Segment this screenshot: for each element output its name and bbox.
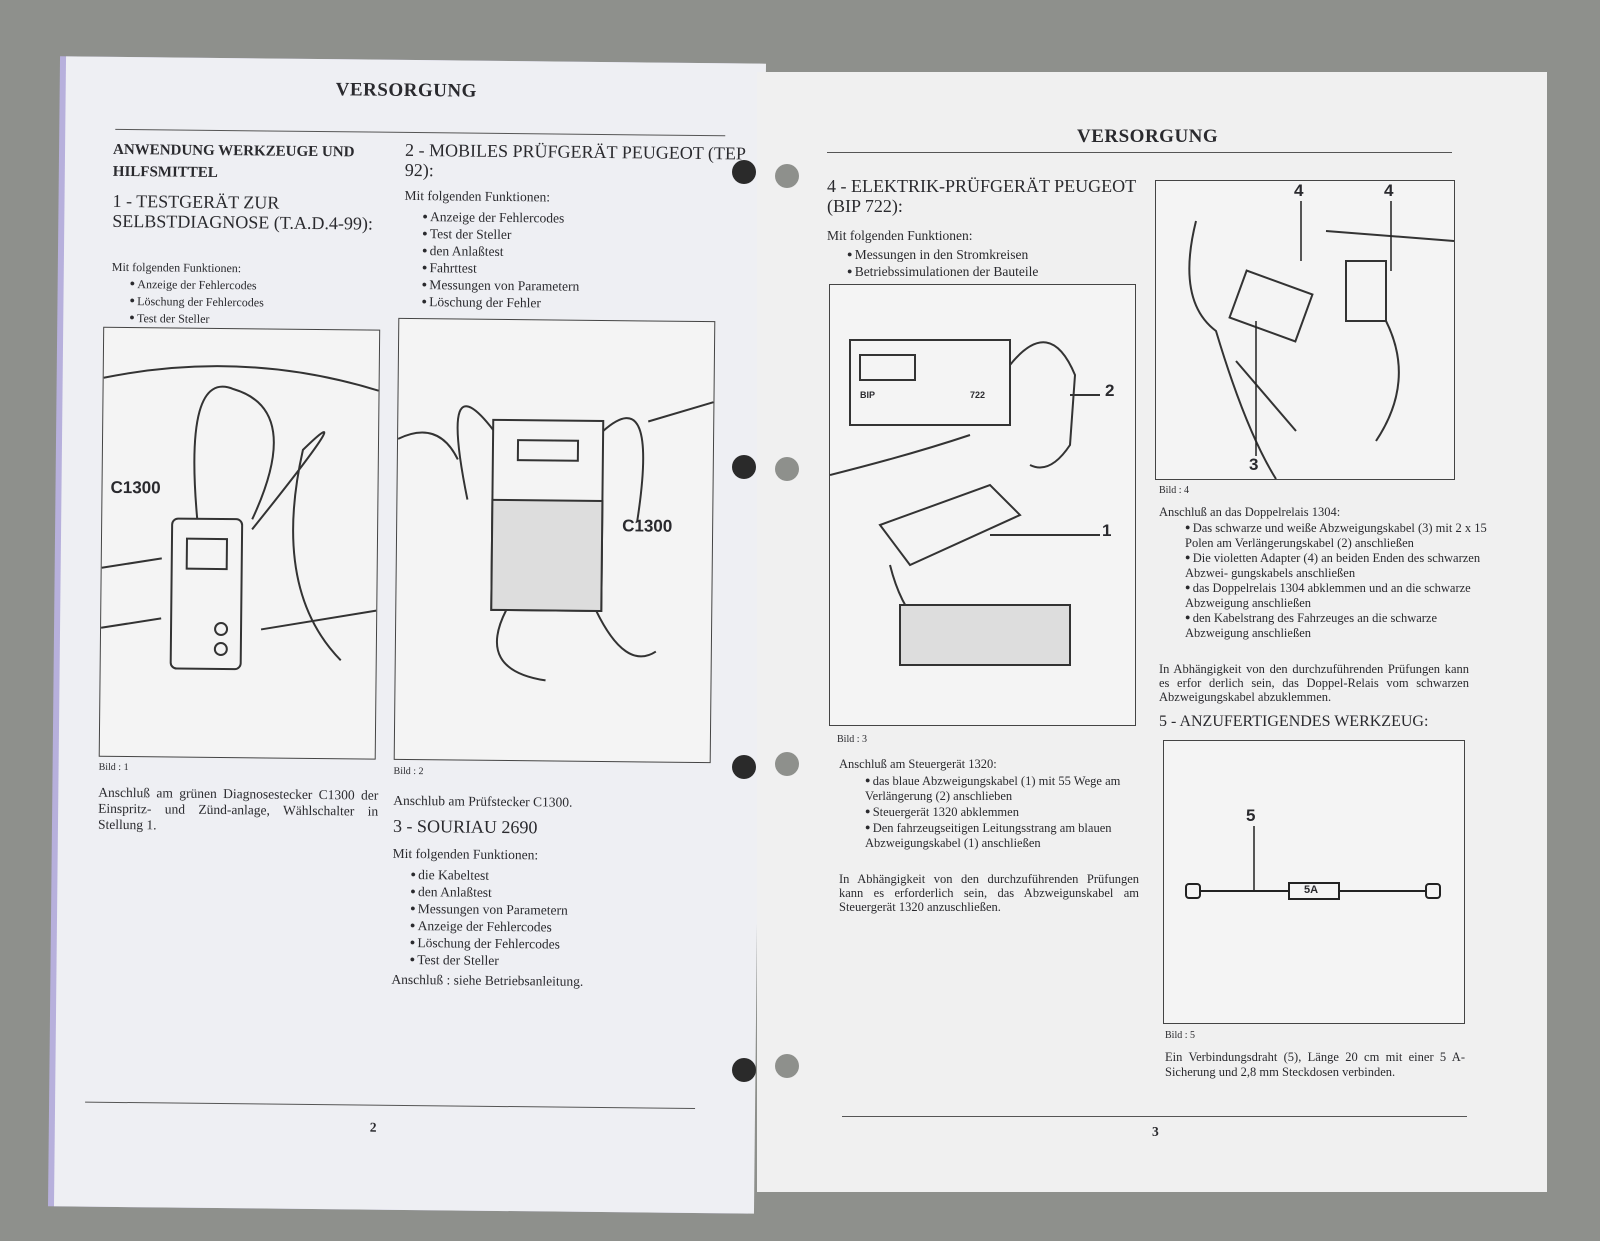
list-item: Den fahrzeugseitigen Leitungsstrang am b… <box>865 820 1155 851</box>
binder-hole <box>775 457 799 481</box>
list-item: Betriebssimulationen der Bauteile <box>847 263 1039 280</box>
figure-1: C1300 <box>98 326 381 760</box>
callout-1: 1 <box>1102 521 1112 540</box>
list-item: Löschung der Fehler <box>421 293 579 312</box>
item2-intro: Mit folgenden Funktionen: <box>404 187 551 205</box>
figure-5: 5 5A <box>1163 740 1465 1024</box>
connection-title: Anschluß an das Doppelrelais 1304: <box>1159 505 1341 519</box>
figure-caption: Bild : 1 <box>98 761 129 774</box>
item4-title: 4 - ELEKTRIK-PRÜFGERÄT PEUGEOT (BIP 722)… <box>827 176 1136 216</box>
item4-intro: Mit folgenden Funktionen: <box>827 228 973 243</box>
item1-list: Anzeige der Fehlercodes Löschung der Feh… <box>111 275 264 328</box>
list-item: das blaue Abzweigungskabel (1) mit 55 We… <box>865 773 1155 804</box>
list-item: den Anlaßtest <box>410 883 568 902</box>
binder-hole <box>732 160 756 184</box>
list-item: Anzeige der Fehlercodes <box>130 275 264 293</box>
list-item: Fahrttest <box>422 259 580 278</box>
binder-hole <box>775 1054 799 1078</box>
figure-3: BIP 722 2 1 <box>829 284 1136 726</box>
fig4-note: In Abhängigkeit von den durchzuführenden… <box>1159 662 1469 704</box>
binder-hole <box>732 755 756 779</box>
list-item: Das schwarze und weiße Abzweigungskabel … <box>1185 520 1495 550</box>
item2-text: Anschlub am Prüfstecker C1300. <box>393 792 573 810</box>
list-item: das Doppelrelais 1304 abklemmen und an d… <box>1185 580 1495 610</box>
item3-text: Anschluß : siehe Betriebsanleitung. <box>391 971 584 989</box>
list-item: Messungen von Parametern <box>410 900 568 919</box>
item3-intro: Mit folgenden Funktionen: <box>392 845 539 863</box>
item3-title: 3 - SOURIAU 2690 <box>392 815 538 838</box>
list-item: die Kabeltest <box>410 866 568 885</box>
list-item: Die violetten Adapter (4) an beiden Ende… <box>1185 550 1495 580</box>
device-label: BIP <box>860 390 876 400</box>
list-item: Test der Steller <box>410 951 568 970</box>
fuse-label: 5A <box>1304 884 1319 896</box>
connector-label: C1300 <box>110 477 161 498</box>
callout-4: 4 <box>1294 181 1304 200</box>
item1-title: 1 - TESTGERÄT ZUR SELBSTDIAGNOSE (T.A.D.… <box>112 190 374 234</box>
figure-caption: Bild : 3 <box>837 734 868 745</box>
connection-title: Anschluß am Steuergerät 1320: <box>839 757 997 771</box>
binder-hole <box>775 752 799 776</box>
item2-list: Anzeige der Fehlercodes Test der Steller… <box>403 208 580 312</box>
figure-4: 4 4 3 <box>1155 180 1455 480</box>
figure-caption: Bild : 5 <box>1165 1030 1196 1041</box>
item1-text: Anschluß am grünen Diagnosestecker C1300… <box>97 784 379 833</box>
list-item: Anzeige der Fehlercodes <box>410 917 568 936</box>
item3-list: die Kabeltest den Anlaßtest Messungen vo… <box>392 866 569 970</box>
page-header: VERSORGUNG <box>335 79 477 102</box>
callout-4: 4 <box>1384 181 1394 200</box>
list-item: den Kabelstrang des Fahrzeuges an die sc… <box>1185 610 1495 640</box>
list-item: Test der Steller <box>422 225 580 244</box>
binder-hole <box>775 164 799 188</box>
list-item: Messungen in den Stromkreisen <box>847 246 1038 263</box>
page-number: 3 <box>1152 1124 1159 1139</box>
figure-caption: Bild : 2 <box>393 765 424 778</box>
left-page: VERSORGUNG ANWENDUNG WERKZEUGE UND HILFS… <box>53 56 767 1214</box>
fig4-list: Das schwarze und weiße Abzweigungskabel … <box>1167 520 1495 640</box>
device-number: 722 <box>970 390 986 400</box>
figure-2: C1300 <box>393 317 716 764</box>
list-item: Löschung der Fehlercodes <box>410 934 568 953</box>
list-item: Steuergerät 1320 abklemmen <box>865 804 1155 820</box>
callout-3: 3 <box>1249 455 1259 474</box>
figure-caption: Bild : 4 <box>1159 485 1190 496</box>
item2-title: 2 - MOBILES PRÜFGERÄT PEUGEOT (TEP 92): <box>404 139 746 181</box>
item5-title: 5 - ANZUFERTIGENDES WERKZEUG: <box>1159 713 1429 730</box>
callout-5: 5 <box>1246 806 1256 825</box>
item4-list: Messungen in den Stromkreisen Betriebssi… <box>829 246 1039 280</box>
item4-note: In Abhängigkeit von den durchzuführenden… <box>839 872 1139 914</box>
connector-label: C1300 <box>622 516 673 536</box>
page-header: VERSORGUNG <box>1077 126 1219 147</box>
binder-hole <box>732 1058 756 1082</box>
binder-hole <box>732 455 756 479</box>
callout-2: 2 <box>1105 381 1115 400</box>
list-item: Test der Steller <box>129 309 263 327</box>
section-title: ANWENDUNG WERKZEUGE UND HILFSMITTEL <box>112 141 355 181</box>
list-item: Löschung der Fehlercodes <box>129 292 264 310</box>
item1-intro: Mit folgenden Funktionen: <box>111 259 242 276</box>
list-item: Anzeige der Fehlercodes <box>422 208 580 227</box>
page-number: 2 <box>369 1119 377 1135</box>
right-page: VERSORGUNG 4 - ELEKTRIK-PRÜFGERÄT PEUGEO… <box>757 72 1547 1192</box>
item5-text: Ein Verbindungsdraht (5), Länge 20 cm mi… <box>1165 1050 1465 1079</box>
list-item: den Anlaßtest <box>422 242 580 261</box>
conn-list: das blaue Abzweigungskabel (1) mit 55 We… <box>847 773 1155 851</box>
list-item: Messungen von Parametern <box>422 276 580 295</box>
